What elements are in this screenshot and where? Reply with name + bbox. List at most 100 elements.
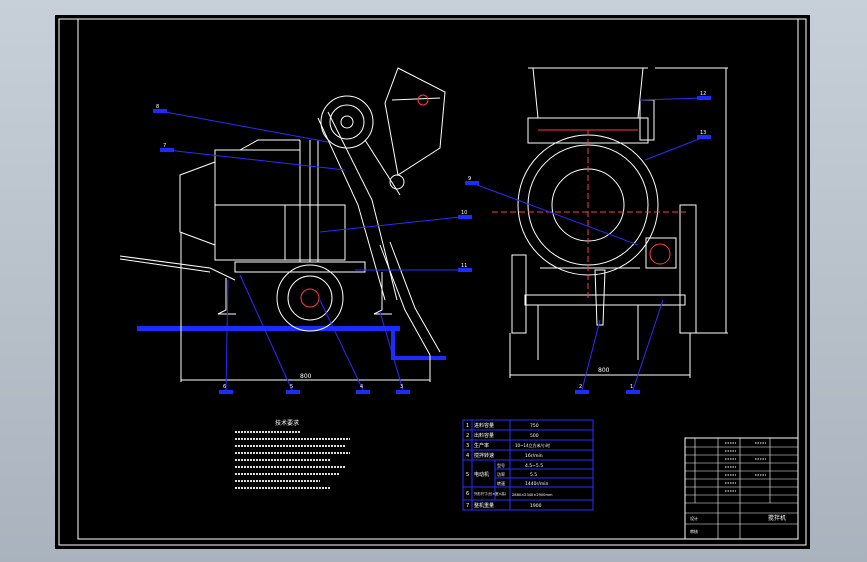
title-block-review: 审核 (690, 528, 698, 534)
spec-no-3: 3 (466, 443, 469, 449)
title-block-name: 搅拌机 (768, 514, 786, 522)
hopper-skip (384, 67, 446, 176)
chute-1 (379, 244, 431, 356)
rail-brace (364, 139, 401, 196)
balloon-1: 1 (630, 384, 633, 390)
ground-line (137, 326, 400, 331)
leader-4 (319, 299, 364, 391)
front-jack (594, 269, 606, 326)
front-axle (524, 294, 686, 306)
technical-notes: 技术要求 (235, 419, 350, 489)
balloon-10: 10 (461, 210, 467, 216)
roller (389, 174, 405, 190)
title-block-border (684, 437, 799, 540)
notes-title: 技术要求 (275, 419, 299, 427)
side-view: 800 8 7 10 11 6 5 4 3 (119, 67, 472, 394)
wheel-rim (287, 275, 333, 321)
leader-7 (166, 149, 346, 171)
balloon-5: 5 (290, 384, 293, 390)
balloon-7: 7 (163, 143, 166, 149)
drum-top (239, 139, 300, 151)
spec-no-1: 1 (466, 423, 469, 429)
title-block: 搅拌机 设计 审核 (684, 437, 799, 540)
chassis (234, 261, 366, 273)
front-right-post (679, 204, 697, 334)
tag-5 (286, 390, 300, 394)
tow-bar-2 (119, 258, 211, 273)
leader-2 (581, 319, 601, 391)
front-motor (645, 237, 677, 269)
balloon-11: 11 (461, 263, 467, 269)
balloon-2: 2 (579, 384, 582, 390)
tag-4 (356, 390, 370, 394)
spec-value-6: 5.5 (530, 472, 537, 478)
pulley-hub (340, 115, 354, 129)
balloon-12: 12 (700, 91, 706, 97)
spec-label-2: 出料容量 (474, 432, 494, 439)
spec-label-4: 搅拌转速 (474, 452, 494, 459)
tag-10 (458, 215, 472, 219)
tow-bar (119, 255, 236, 281)
front-left-post (511, 254, 527, 334)
inner-border (77, 18, 799, 540)
spec-value-3: 10~14立方米/小时 (515, 442, 550, 448)
spec-value-7: 1440r/min (525, 481, 548, 487)
front-dim-text: 800 (598, 367, 610, 374)
leg-rear (373, 272, 392, 315)
balloon-4: 4 (360, 384, 363, 390)
rail-1 (317, 117, 386, 301)
spec-label-6: 外形尺寸(长×宽×高) (474, 491, 507, 496)
spec-table-border (462, 419, 594, 511)
balloon-6: 6 (223, 384, 226, 390)
spec-value-8: 2880×2340×2900mm (512, 493, 553, 497)
tag-9 (465, 181, 479, 185)
leader-10 (319, 216, 461, 233)
chute-2 (389, 241, 441, 353)
side-dim-text: 800 (300, 373, 312, 380)
spec-no-6: 6 (466, 491, 469, 497)
leader-12 (639, 97, 705, 101)
balloon-8: 8 (156, 104, 159, 110)
tag-13 (697, 135, 711, 139)
balloon-9: 9 (468, 176, 471, 182)
leader-3 (379, 311, 404, 391)
spec-label-1: 进料容量 (474, 422, 494, 429)
drawing-sheet (55, 15, 810, 549)
spec-no-7: 7 (466, 503, 469, 509)
pit-line (391, 331, 446, 360)
spec-no-2: 2 (466, 433, 469, 439)
tag-7 (160, 148, 174, 152)
spec-no-5: 5 (466, 472, 469, 478)
pulley-mid (329, 104, 365, 140)
spec-value-2: 500 (530, 433, 539, 439)
spec-value-4: 16r/min (525, 453, 543, 459)
balloon-13: 13 (700, 130, 706, 136)
tag-12 (697, 96, 711, 100)
leader-1 (632, 299, 664, 391)
spec-label-5: 电动机 (474, 471, 489, 478)
tag-3 (396, 390, 410, 394)
spec-value-5: 4.5~5.5 (525, 463, 543, 469)
wheel-hub (300, 288, 320, 308)
spec-sub-2: 功率 (497, 471, 505, 477)
motor-box (284, 204, 346, 261)
pulley-outer (320, 95, 374, 149)
hopper-pivot (417, 94, 429, 106)
tag-8 (153, 109, 167, 113)
hopper-rib (391, 97, 441, 101)
leader-6 (225, 279, 229, 391)
leader-5 (239, 274, 293, 391)
tag-2 (575, 390, 589, 394)
spec-label-3: 生产率 (474, 442, 489, 449)
spec-table: 1 2 3 4 5 6 7 进料容量 出料容量 生产率 搅拌转速 电动机 外形尺… (462, 419, 594, 511)
spec-value-1: 750 (530, 423, 539, 429)
tag-6 (219, 390, 233, 394)
leader-13 (644, 136, 705, 161)
spec-sub-3: 转速 (497, 480, 505, 486)
spec-no-4: 4 (466, 453, 469, 459)
spec-label-7: 整机重量 (474, 502, 494, 509)
notes-text-lines (235, 431, 350, 489)
tag-1 (626, 390, 640, 394)
